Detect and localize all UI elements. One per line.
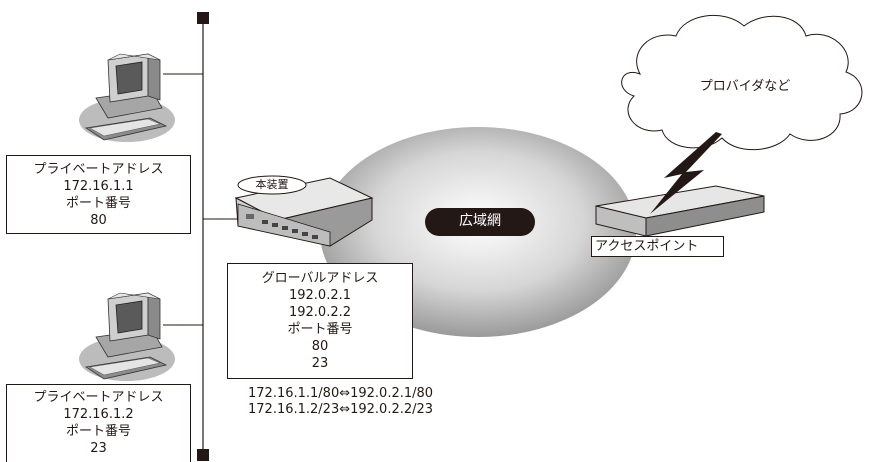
router-icon <box>234 177 374 247</box>
host-2-port-label: ポート番号 <box>65 424 131 439</box>
wan-label: 広域網 <box>459 213 501 229</box>
provider-cloud <box>621 14 863 151</box>
host-2-address: 172.16.1.2 <box>63 407 134 422</box>
mapping-line-1: 172.16.1.1/80⇔192.0.2.1/80 <box>248 386 434 401</box>
host-2-info-box: プライベートアドレス 172.16.1.2 ポート番号 23 <box>6 384 191 462</box>
global-title: グローバルアドレス <box>261 271 379 286</box>
provider-label: プロバイダなど <box>699 79 791 94</box>
mapping-line-2: 172.16.1.2/23⇔192.0.2.2/23 <box>248 402 434 417</box>
wan-label-pill <box>425 208 535 236</box>
global-port-1: 80 <box>311 339 329 354</box>
host-2-title: プライベートアドレス <box>33 390 164 405</box>
global-port-2: 23 <box>311 356 329 371</box>
host-1-info-box: プライベートアドレス 172.16.1.1 ポート番号 80 <box>6 155 191 234</box>
host-1-port: 80 <box>90 212 107 228</box>
router-tag-label: 本装置 <box>255 178 289 191</box>
lan-segment <box>163 12 238 461</box>
host-1-port-label: ポート番号 <box>65 195 131 211</box>
computer-1-icon <box>79 53 175 142</box>
host-1-title: プライベートアドレス <box>33 161 164 177</box>
computer-2-icon <box>79 292 175 381</box>
access-point-label-box: アクセスポイント <box>591 236 724 257</box>
global-port-label: ポート番号 <box>287 322 353 337</box>
host-1-address: 172.16.1.1 <box>63 178 134 194</box>
router-tag-bubble <box>237 175 307 195</box>
global-address-2: 192.0.2.2 <box>288 305 352 320</box>
access-point-label: アクセスポイント <box>595 239 699 254</box>
global-address-1: 192.0.2.1 <box>288 288 352 303</box>
access-point-icon <box>595 185 765 237</box>
host-2-port: 23 <box>90 441 107 456</box>
wireless-link-icon <box>650 132 722 214</box>
global-address-box: グローバルアドレス 192.0.2.1 192.0.2.2 ポート番号 80 2… <box>227 263 413 379</box>
